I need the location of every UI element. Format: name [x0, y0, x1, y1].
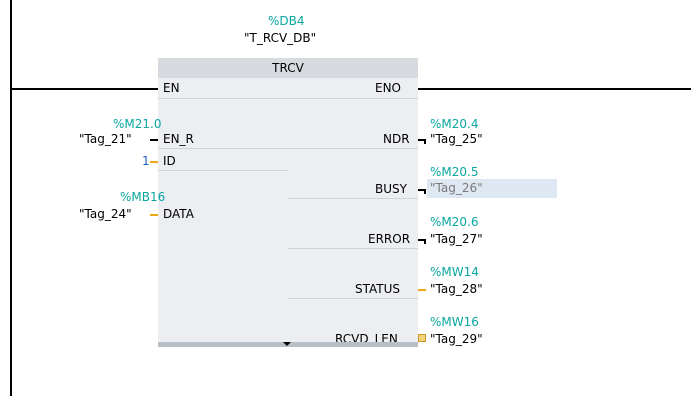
row-separator: [288, 98, 418, 99]
row-separator: [288, 248, 418, 249]
rcvd-len-connector: [418, 334, 426, 342]
pin-data[interactable]: DATA: [163, 207, 194, 221]
row-separator: [158, 170, 288, 171]
row-separator: [288, 198, 418, 199]
id-value[interactable]: 1: [142, 154, 150, 168]
row-separator: [288, 148, 418, 149]
id-connector: [150, 161, 158, 163]
block-title[interactable]: TRCV: [158, 58, 418, 78]
status-tag[interactable]: "Tag_28": [430, 282, 483, 296]
power-rail: [10, 0, 12, 396]
chevron-down-icon[interactable]: [283, 342, 291, 346]
pin-busy[interactable]: BUSY: [375, 182, 407, 196]
error-address[interactable]: %M20.6: [430, 215, 479, 229]
ndr-tag[interactable]: "Tag_25": [430, 132, 483, 146]
pin-ndr[interactable]: NDR: [383, 132, 410, 146]
ndr-connector-hook: [424, 139, 426, 144]
ndr-address[interactable]: %M20.4: [430, 117, 479, 131]
busy-tag[interactable]: "Tag_26": [430, 181, 483, 195]
status-address[interactable]: %MW14: [430, 265, 479, 279]
en-r-connector: [150, 139, 158, 141]
pin-error[interactable]: ERROR: [368, 232, 411, 246]
busy-tag-selection: [427, 179, 557, 198]
rcvd-len-address[interactable]: %MW16: [430, 315, 479, 329]
row-separator: [288, 298, 418, 299]
data-connector: [150, 214, 158, 216]
pin-en-r[interactable]: EN_R: [163, 132, 194, 146]
data-tag[interactable]: "Tag_24": [79, 207, 132, 221]
pin-eno[interactable]: ENO: [375, 81, 402, 95]
busy-connector: [418, 189, 426, 191]
ndr-connector: [418, 139, 426, 141]
en-r-address[interactable]: %M21.0: [113, 117, 162, 131]
data-address[interactable]: %MB16: [120, 190, 166, 204]
status-connector: [418, 289, 426, 291]
error-connector-hook: [424, 239, 426, 244]
error-tag[interactable]: "Tag_27": [430, 232, 483, 246]
pin-id[interactable]: ID: [163, 154, 176, 168]
row-separator: [158, 98, 288, 99]
instance-db-name[interactable]: "T_RCV_DB": [244, 31, 317, 45]
instance-db-address[interactable]: %DB4: [268, 14, 305, 28]
busy-address[interactable]: %M20.5: [430, 165, 479, 179]
pin-en[interactable]: EN: [163, 81, 180, 95]
block-body[interactable]: [158, 78, 418, 346]
pin-status[interactable]: STATUS: [355, 282, 401, 296]
row-separator: [158, 148, 288, 149]
en-r-tag[interactable]: "Tag_21": [79, 132, 132, 146]
rcvd-len-tag[interactable]: "Tag_29": [430, 332, 483, 346]
error-connector: [418, 239, 426, 241]
en-wire: [10, 88, 158, 90]
eno-wire: [418, 88, 691, 90]
busy-connector-hook: [424, 189, 426, 194]
